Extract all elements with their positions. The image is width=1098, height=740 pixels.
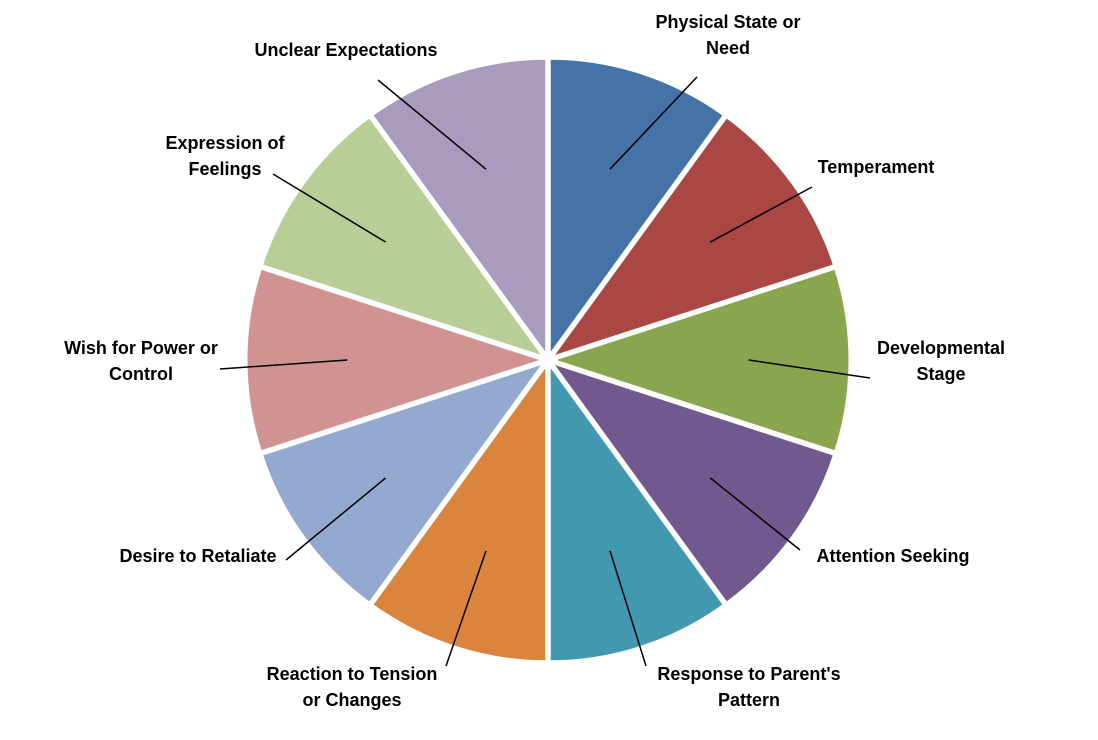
slice-label-physical-state-or-need: Physical State or Need [655,12,800,58]
slice-label-line: Need [706,38,750,58]
slice-label-line: Reaction to Tension [267,664,438,684]
pie-slice-response-to-parent-s-pattern [547,362,726,664]
slice-label-line: Response to Parent's [657,664,840,684]
leader-line-reaction-to-tension-or-changes [445,550,487,667]
pie-slice-reaction-to-tension-or-changes [370,362,549,664]
leader-line-unclear-expectations [377,79,487,170]
slice-label-line: Developmental [877,338,1005,358]
leader-line-desire-to-retaliate [285,477,387,561]
pie-slice-unclear-expectations [370,56,549,358]
pie-slices [244,56,852,664]
slice-label-line: or Changes [302,690,401,710]
pie-slice-desire-to-retaliate [259,360,547,605]
slice-label-wish-for-power-or-control: Wish for Power or Control [64,338,218,384]
slice-label-temperament: Temperament [818,157,935,177]
slice-label-line: Feelings [188,159,261,179]
leader-line-temperament [709,186,813,243]
slice-labels: Physical State or NeedTemperamentDevelopm… [64,12,1005,710]
pie-slice-developmental-stage [550,266,852,454]
slice-label-desire-to-retaliate: Desire to Retaliate [119,546,276,566]
pie-slice-physical-state-or-need [547,56,726,358]
pie-slice-expression-of-feelings [259,115,547,360]
leader-line-physical-state-or-need [609,76,698,170]
slice-label-line: Desire to Retaliate [119,546,276,566]
slice-label-expression-of-feelings: Expression of Feelings [165,133,285,179]
slice-label-line: Temperament [818,157,935,177]
slice-label-unclear-expectations: Unclear Expectations [254,40,437,60]
slice-label-line: Pattern [718,690,780,710]
pie-slice-attention-seeking [549,360,837,605]
slice-label-line: Attention Seeking [816,546,969,566]
slice-label-line: Physical State or [655,12,800,32]
leader-line-expression-of-feelings [272,173,387,243]
slice-label-line: Stage [916,364,965,384]
slice-label-line: Unclear Expectations [254,40,437,60]
pie-slice-temperament [549,115,837,360]
leader-line-wish-for-power-or-control [219,359,348,370]
leader-lines [219,76,871,667]
slice-label-reaction-to-tension-or-changes: Reaction to Tension or Changes [267,664,438,710]
slice-label-line: Wish for Power or [64,338,218,358]
pie-slice-wish-for-power-or-control [244,266,546,454]
slice-label-line: Expression of [165,133,285,153]
slice-label-line: Control [109,364,173,384]
leader-line-attention-seeking [709,477,801,551]
leader-line-developmental-stage [748,359,871,379]
leader-line-response-to-parent-s-pattern [609,550,647,667]
slice-label-attention-seeking: Attention Seeking [816,546,969,566]
